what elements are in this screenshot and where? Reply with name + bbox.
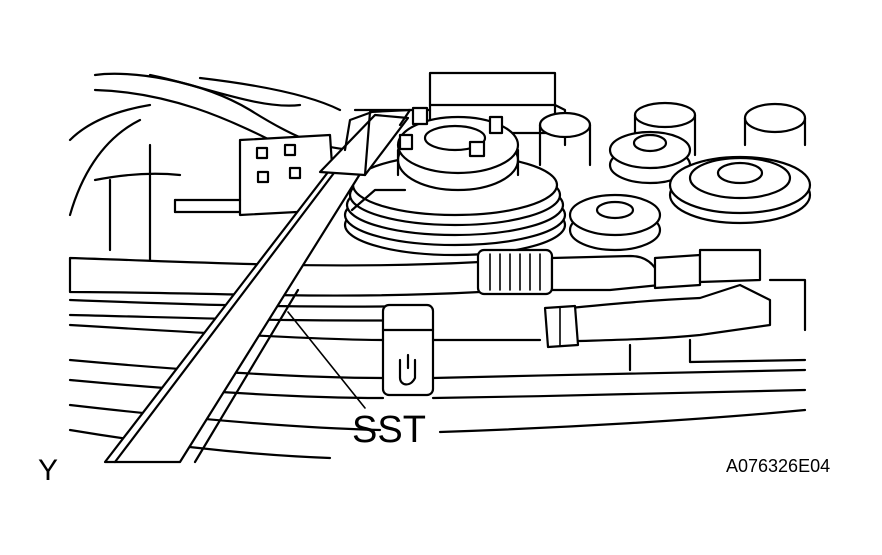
- sst-leader-line: [287, 311, 366, 409]
- bolt-head-icon: [411, 106, 429, 126]
- right-components: [538, 101, 812, 252]
- bolt-head-icon: [255, 146, 269, 160]
- bolt-head-icon: [488, 115, 504, 135]
- figure-code: A076326E04: [726, 456, 830, 476]
- coolant-hose: [68, 248, 762, 322]
- bolt-head-icon: [288, 166, 302, 180]
- line-clip: [381, 303, 435, 397]
- sst-callout-label: SST: [352, 409, 426, 451]
- view-marker-label: Y: [38, 454, 58, 487]
- lower-pipes: [68, 323, 807, 460]
- hose-clamp-icon: [476, 248, 554, 296]
- special-service-tool-icon: [103, 108, 412, 464]
- bolt-head-icon: [256, 170, 270, 184]
- crank-pulley: [343, 106, 567, 257]
- bolt-head-icon: [468, 140, 486, 158]
- bolt-head-icon: [283, 143, 297, 157]
- lower-hose: [543, 278, 807, 372]
- bolt-head-icon: [398, 133, 414, 151]
